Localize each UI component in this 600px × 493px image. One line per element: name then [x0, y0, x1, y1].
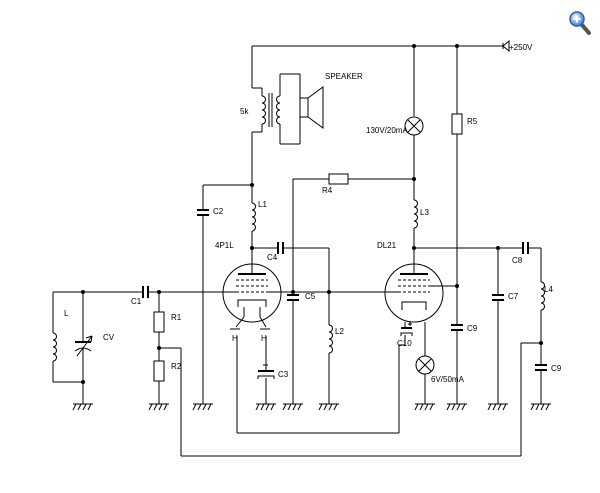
- speaker-symbol: SPEAKER: [299, 72, 363, 129]
- ground-symbols: [72, 403, 551, 411]
- capacitor-c7: C7: [492, 248, 519, 404]
- c8-label: C8: [512, 256, 523, 265]
- lamp2-label: 6V/50mA: [431, 375, 465, 384]
- tube2-plate-circuit: 130V/20mA L3 DL21: [366, 46, 522, 263]
- cv-label: CV: [103, 333, 115, 342]
- l4-label: L4: [544, 285, 553, 294]
- ground-symbol: [72, 403, 93, 411]
- c5-label: C5: [305, 292, 316, 301]
- resistor-r5: R5: [451, 46, 478, 324]
- lamp1-label: 130V/20mA: [366, 126, 408, 135]
- tube1-label: 4P1L: [215, 241, 234, 250]
- capacitor-c8: C8: [512, 242, 542, 282]
- c10-label: C10: [397, 339, 412, 348]
- tube1-4p1l: H H: [222, 263, 329, 343]
- inductor-l4: L4: [540, 281, 553, 364]
- capacitor-c10: C10: [397, 322, 413, 433]
- tube1-heater-b-label: H: [261, 334, 267, 343]
- transformer-impedance-label: 5k: [240, 107, 249, 116]
- ground-symbol: [192, 403, 213, 411]
- input-tank-circuit: L CV: [52, 290, 143, 404]
- c4-label: C4: [267, 253, 278, 262]
- resistor-r4: R4: [292, 173, 416, 294]
- tube2-label: DL21: [377, 241, 397, 250]
- capacitor-c9a: C9: [451, 324, 478, 404]
- tube2-dl21: [384, 263, 459, 356]
- c3-label: C3: [278, 370, 289, 379]
- c7-label: C7: [508, 292, 519, 301]
- r2-label: R2: [171, 362, 182, 371]
- r5-label: R5: [467, 117, 478, 126]
- output-transformer: 5k: [240, 46, 301, 145]
- ground-symbol: [487, 403, 508, 411]
- c1-label: C1: [131, 297, 142, 306]
- c2-label: C2: [213, 207, 224, 216]
- speaker-label: SPEAKER: [325, 72, 363, 81]
- cathode-c3: C3: [236, 336, 399, 434]
- capacitor-c1: C1: [131, 286, 223, 306]
- inductor-l2: L2: [327, 290, 388, 404]
- l3-label: L3: [420, 208, 429, 217]
- supply-rail: +250V: [252, 39, 533, 53]
- l1-label: L1: [258, 200, 267, 209]
- ground-symbol: [530, 403, 551, 411]
- magnifier-icon: [569, 11, 591, 35]
- capacitor-c2: C2: [197, 185, 224, 404]
- bias-resistors-r1-r2: R1 R2: [153, 292, 543, 457]
- r4-label: R4: [322, 186, 333, 195]
- supply-voltage-label: +250V: [509, 43, 533, 52]
- ground-symbol: [318, 403, 339, 411]
- capacitor-c5: C5: [287, 290, 316, 404]
- ground-symbol: [446, 403, 467, 411]
- capacitor-c4: C4: [252, 242, 330, 325]
- ground-symbol: [414, 403, 435, 411]
- tube1-plate-circuit: L1 4P1L: [203, 132, 267, 263]
- capacitor-c9b: C9: [535, 364, 562, 404]
- ground-symbol: [255, 403, 276, 411]
- zoom-button[interactable]: [568, 10, 592, 36]
- l-label: L: [64, 309, 69, 318]
- c9a-label: C9: [467, 324, 478, 333]
- c9b-label: C9: [551, 364, 562, 373]
- r1-label: R1: [171, 313, 182, 322]
- ground-symbol: [282, 403, 303, 411]
- ground-symbol: [148, 403, 169, 411]
- pilot-lamp-6v: 6V/50mA: [415, 355, 465, 404]
- l2-label: L2: [335, 327, 344, 336]
- tube1-heater-a-label: H: [232, 334, 238, 343]
